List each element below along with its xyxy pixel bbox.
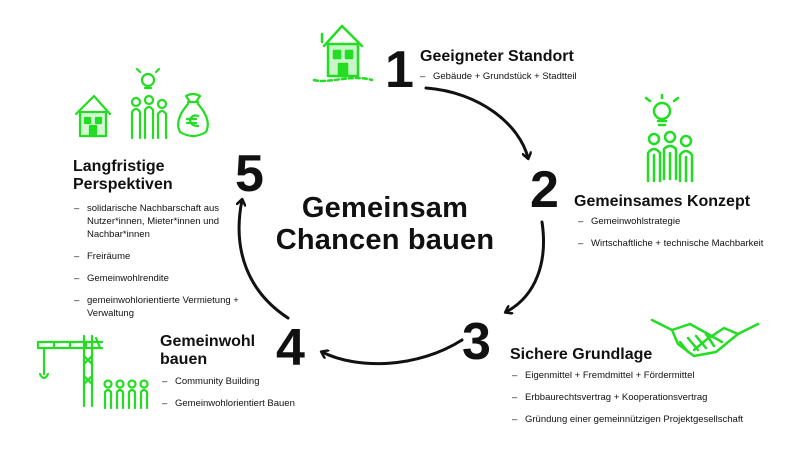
step-2-items: Gemeinwohlstrategie Wirtschaftliche + te… [578,215,793,259]
list-item: Eigenmittel + Fremdmittel + Fördermittel [512,369,782,382]
arrow-2-to-3 [506,220,545,312]
handshake-icon [650,318,760,358]
step-4-items: Community Building Gemeinwohlorientiert … [162,375,312,419]
step-2-number: 2 [530,161,559,219]
step-1-number: 1 [385,41,414,99]
idea-group-icon [644,93,694,183]
diagram-title: Gemeinsam Chancen bauen [275,192,495,256]
crane-icon [36,334,149,410]
list-item: Erbbaurechtsvertrag + Kooperationsvertra… [512,391,782,404]
list-item: Gemeinwohlstrategie [578,215,793,228]
step-3-number: 3 [462,313,491,371]
list-item: Wirtschaftliche + technische Machbarkeit [578,237,793,250]
step-2-title: Gemeinsames Konzept [574,193,751,210]
step-3-items: Eigenmittel + Fremdmittel + Fördermittel… [512,369,782,435]
list-item: Gründung einer gemeinnützigen Projektges… [512,413,782,426]
list-item: Community Building [162,375,312,388]
list-item: Gebäude + Grundstück + Stadtteil [420,70,680,83]
step-1-title: Geeigneter Standort [420,48,574,65]
step-5-title: Langfristige Perspektiven [73,158,173,193]
list-item: Freiräume [74,250,249,263]
house-icon [312,24,374,83]
arrow-1-to-2 [424,86,528,158]
list-item: solidarische Nachbarschaft aus Nutzer*in… [74,202,249,241]
step-5-number: 5 [235,145,264,203]
step-3-title: Sichere Grundlage [510,346,653,363]
step-1-items: Gebäude + Grundstück + Stadtteil [420,70,680,92]
house-people-money-icon [74,67,209,140]
step-5-items: solidarische Nachbarschaft aus Nutzer*in… [74,202,249,329]
step-4-title: Gemeinwohl bauen [160,333,256,368]
step-4-number: 4 [276,319,305,377]
arrow-3-to-4 [322,338,464,366]
list-item: Gemeinwohlrendite [74,272,249,285]
list-item: gemeinwohlorientierte Vermietung + Verwa… [74,294,249,320]
list-item: Gemeinwohlorientiert Bauen [162,397,312,410]
